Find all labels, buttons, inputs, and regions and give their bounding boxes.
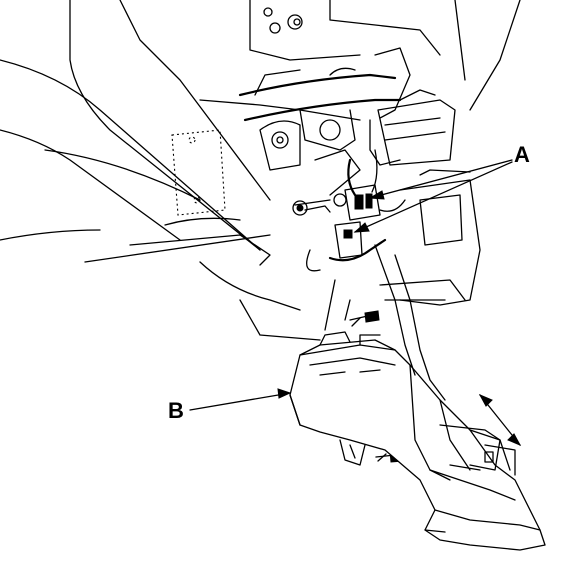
connector-a-group — [292, 149, 406, 272]
label-a: A — [514, 142, 530, 167]
engine-bay-background — [0, 0, 521, 341]
air-duct-b — [289, 331, 546, 551]
label-b: B — [168, 398, 184, 423]
right-bracket — [379, 169, 481, 306]
duct-guide-lines — [324, 244, 446, 401]
leader-lines-a — [353, 159, 513, 233]
direction-arrow — [478, 393, 522, 447]
hidden-part-outline — [171, 129, 226, 216]
intake-hose — [238, 47, 436, 122]
leader-line-b — [189, 388, 292, 411]
throttle-mechanism — [199, 99, 456, 196]
